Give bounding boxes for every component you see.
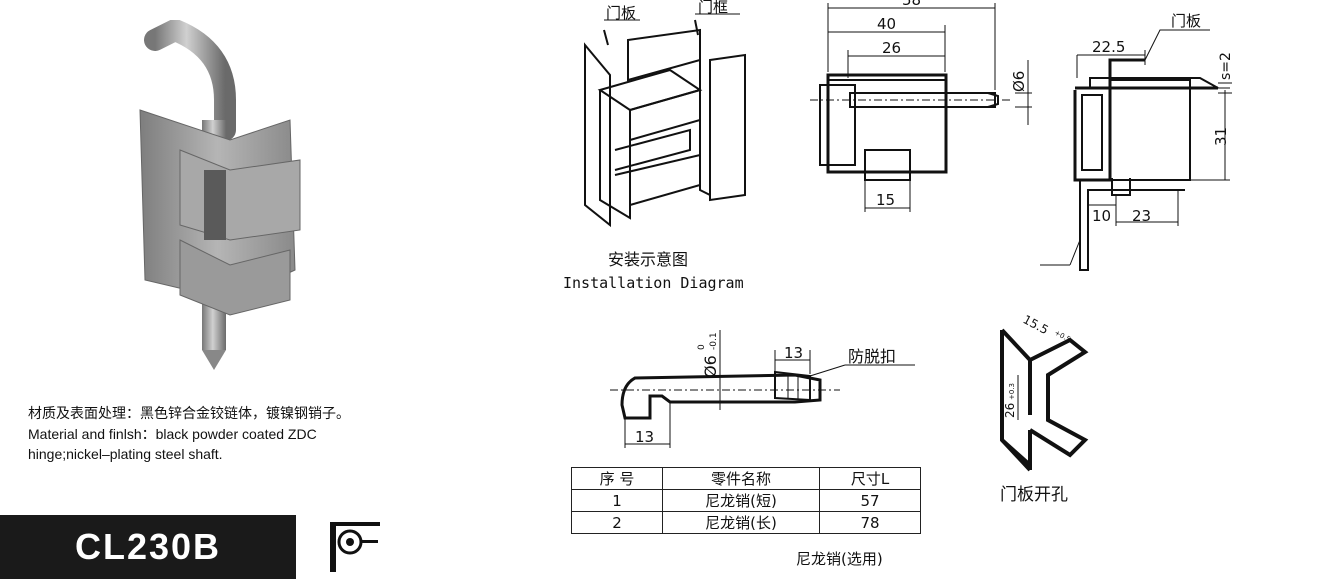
side-dim-22-5: 22.5: [1092, 38, 1125, 56]
nylon-pin-drawing: Ø6 0 -0.1 13 13 防脱扣: [610, 330, 915, 448]
cutout-dim-height: 26: [1003, 403, 1017, 418]
hinge-type-icon: [330, 522, 380, 572]
install-caption-cn: 安装示意图: [608, 250, 688, 269]
pin-dim-13-bottom: 13: [635, 428, 654, 446]
front-dim-dia: Ø6: [1010, 71, 1028, 92]
table-cell: 尼龙销(长): [662, 511, 820, 534]
cutout-dim-width: 15.5: [1021, 312, 1051, 337]
side-dim-s: s=2: [1218, 52, 1234, 80]
table-cell: 78: [819, 511, 921, 534]
model-number: CL230B: [0, 515, 296, 579]
side-dim-10: 10: [1092, 207, 1111, 225]
install-label-door-frame: 门框: [698, 0, 728, 16]
material-cn: 材质及表面处理：黑色锌合金铰链体，镀镍钢销子。: [28, 406, 350, 422]
material-en-line2: hinge;nickel–plating steel shaft.: [28, 446, 223, 462]
front-view-drawing: 58 40 26 15 Ø6: [810, 0, 1032, 212]
install-label-door-panel: 门板: [606, 4, 636, 22]
table-row: 2 尼龙销(长) 78: [571, 511, 921, 534]
side-dim-31: 31: [1212, 127, 1230, 146]
table-header-row: 序 号 零件名称 尺寸L: [571, 467, 921, 490]
cutout-dim-height-tol: +0.3: [1008, 383, 1016, 400]
pin-dim-dia-tol-bottom: -0.1: [709, 332, 719, 350]
table-cell: 2: [571, 511, 663, 534]
cutout-caption: 门板开孔: [1000, 485, 1068, 505]
table-header-no: 序 号: [571, 467, 663, 490]
pin-label-anti-drop: 防脱扣: [848, 347, 896, 366]
front-dim-58: 58: [902, 0, 921, 9]
table-header-size: 尺寸L: [819, 467, 921, 490]
install-caption-en: Installation Diagram: [563, 274, 744, 292]
table-caption: 尼龙销(选用): [796, 550, 883, 568]
pin-dim-dia: Ø6: [701, 355, 720, 378]
table-cell: 尼龙销(短): [662, 489, 820, 512]
installation-diagram: 门板 门框 安装示意图 Installation Diagram: [563, 0, 746, 292]
material-description: 材质及表面处理：黑色锌合金铰链体，镀镍钢销子。 Material and fin…: [28, 404, 468, 464]
table-cell: 57: [819, 489, 921, 512]
hinge-render-image: [139, 20, 301, 370]
table-cell: 1: [571, 489, 663, 512]
nylon-pin-table: 序 号 零件名称 尺寸L 1 尼龙销(短) 57 2 尼龙销(长) 78: [571, 467, 921, 534]
front-dim-26: 26: [882, 39, 901, 57]
front-dim-15: 15: [876, 191, 895, 209]
table-header-name: 零件名称: [662, 467, 820, 490]
cutout-dim-width-tol: +0.5: [1053, 329, 1072, 344]
table-row: 1 尼龙销(短) 57: [571, 489, 921, 512]
side-label-door-panel: 门板: [1171, 12, 1201, 30]
pin-dim-dia-tol-top: 0: [697, 344, 707, 350]
side-view-drawing: 22.5 门板 s=2 31 10 23 门框: [1040, 12, 1234, 271]
door-cutout-drawing: 15.5 +0.5 26 +0.3 门板开孔: [1000, 312, 1089, 505]
side-dim-23: 23: [1132, 207, 1151, 225]
front-dim-40: 40: [877, 15, 896, 33]
material-en-line1: Material and finlsh：black powder coated …: [28, 426, 317, 442]
pin-dim-13-top: 13: [784, 344, 803, 362]
